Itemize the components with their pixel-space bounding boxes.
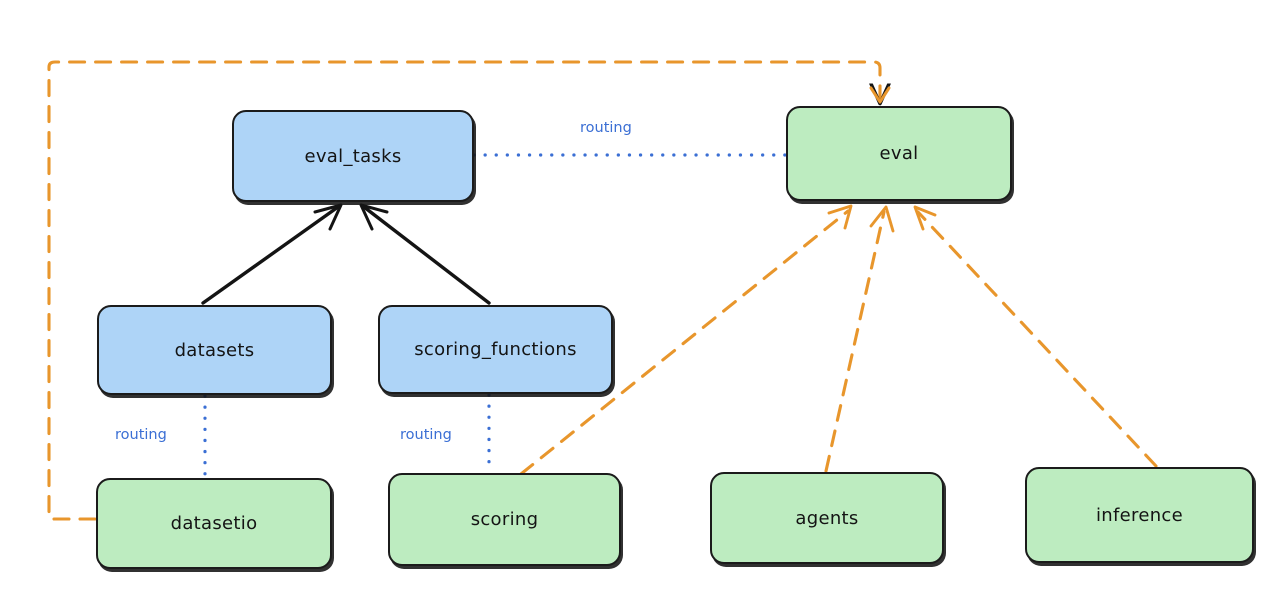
node-scoring[interactable]: scoring — [388, 473, 621, 566]
edge-agents-to-eval-arrowhead — [869, 205, 895, 233]
node-label-scoring-functions: scoring_functions — [414, 339, 577, 360]
node-label-datasetio: datasetio — [170, 513, 258, 534]
edge-inference-to-eval-arrowhead — [913, 205, 937, 231]
edge-datasets-to-eval-tasks — [201, 205, 340, 305]
node-label-eval: eval — [879, 143, 919, 164]
node-label-inference: inference — [1096, 504, 1183, 526]
edge-scoring-to-eval-arrowhead — [827, 204, 853, 230]
edge-label-routing-datasetio: routing — [115, 427, 167, 443]
node-inference[interactable]: inference — [1025, 467, 1254, 563]
node-datasets[interactable]: datasets — [97, 305, 332, 395]
node-label-eval-tasks: eval_tasks — [304, 145, 402, 167]
edge-scoring-functions-to-eval-tasks — [362, 205, 491, 305]
node-eval[interactable]: eval — [786, 106, 1012, 201]
node-datasetio[interactable]: datasetio — [96, 478, 332, 569]
node-label-scoring: scoring — [470, 509, 539, 530]
edge-datasetio-to-eval-arrowhead — [869, 86, 891, 104]
edge-scoring-functions-to-eval-tasks-arrowhead — [359, 203, 389, 231]
node-eval-tasks[interactable]: eval_tasks — [232, 110, 474, 202]
edge-agents-to-eval — [824, 210, 886, 473]
edge-label-routing-eval: routing — [580, 120, 632, 136]
edge-datasets-to-eval-tasks-arrowhead — [313, 203, 343, 231]
node-agents[interactable]: agents — [710, 472, 944, 564]
node-label-agents: agents — [795, 507, 859, 529]
edge-inference-to-eval — [916, 210, 1158, 468]
node-scoring-functions[interactable]: scoring_functions — [378, 305, 613, 394]
node-label-datasets: datasets — [174, 339, 255, 361]
edge-label-routing-scoring: routing — [400, 427, 452, 443]
